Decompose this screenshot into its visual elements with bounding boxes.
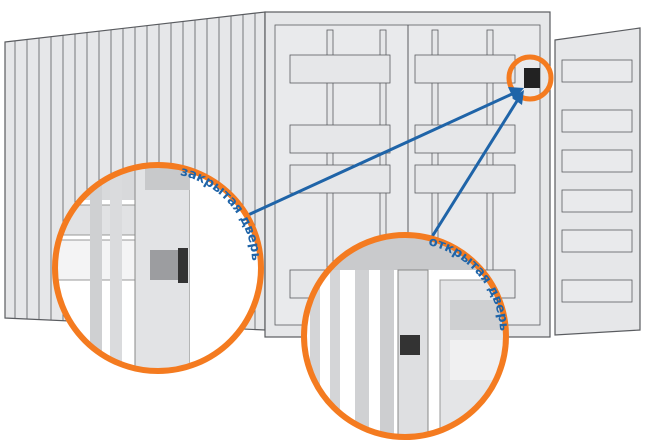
door-rib: [414, 164, 516, 194]
container-door-frame: [264, 11, 551, 338]
open-door-panel: [554, 27, 641, 336]
closed-door-magnifier: закрытая дверь: [52, 162, 264, 374]
closed-lock-icon: [178, 248, 188, 283]
door-rib: [414, 54, 516, 84]
lock-icon: [524, 68, 540, 88]
arrow-closed: [247, 92, 513, 217]
lock-highlight: [506, 54, 554, 102]
door-rib: [561, 189, 633, 213]
door-rib: [561, 59, 633, 83]
door-rib: [561, 279, 633, 303]
arrowhead-closed: [508, 87, 524, 100]
open-lock-icon: [400, 335, 420, 355]
door-rib: [561, 109, 633, 133]
door-rib: [289, 54, 391, 84]
arrow-open: [428, 100, 519, 241]
callout-arrows: [247, 87, 524, 241]
door-rib: [561, 229, 633, 253]
door-rib: [561, 149, 633, 173]
door-rib: [289, 124, 391, 154]
arrowhead-open: [512, 90, 524, 105]
